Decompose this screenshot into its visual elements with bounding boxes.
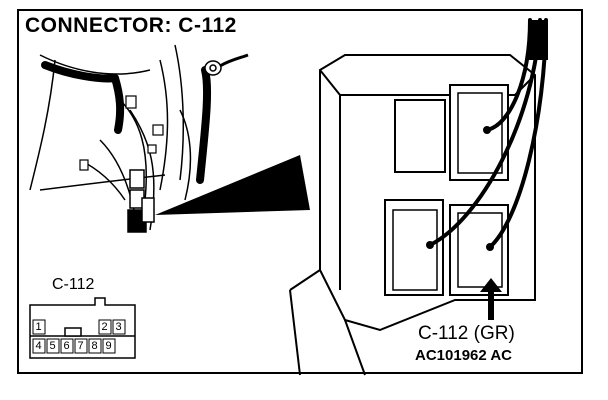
connector-label: C-112 (GR): [418, 323, 515, 344]
pinout-title: C-112: [52, 276, 95, 293]
callout-wedge: [155, 155, 310, 215]
top-cable: [528, 20, 548, 60]
grommet: [204, 53, 249, 76]
pinout-cells: [32, 319, 126, 354]
harness-clips: [79, 95, 164, 171]
wire-ends: [426, 126, 494, 251]
pin-7: 7: [77, 340, 84, 352]
pin-9: 9: [105, 340, 112, 352]
diagram-title: CONNECTOR: C-112: [25, 14, 237, 37]
figure-code: AC101962 AC: [415, 347, 512, 364]
thick-cables: [41, 61, 212, 184]
pin-3: 3: [115, 321, 122, 333]
pin-6: 6: [63, 340, 70, 352]
pinout-outline: [29, 297, 136, 359]
pin-1: 1: [35, 321, 42, 333]
pin-8: 8: [91, 340, 98, 352]
indicator-arrow: [480, 278, 502, 320]
harness-sketch: [29, 44, 192, 231]
small-connector: [127, 169, 155, 233]
relay-block: [289, 54, 536, 376]
pin-2: 2: [101, 321, 108, 333]
pin-5: 5: [49, 340, 56, 352]
pin-4: 4: [35, 340, 42, 352]
